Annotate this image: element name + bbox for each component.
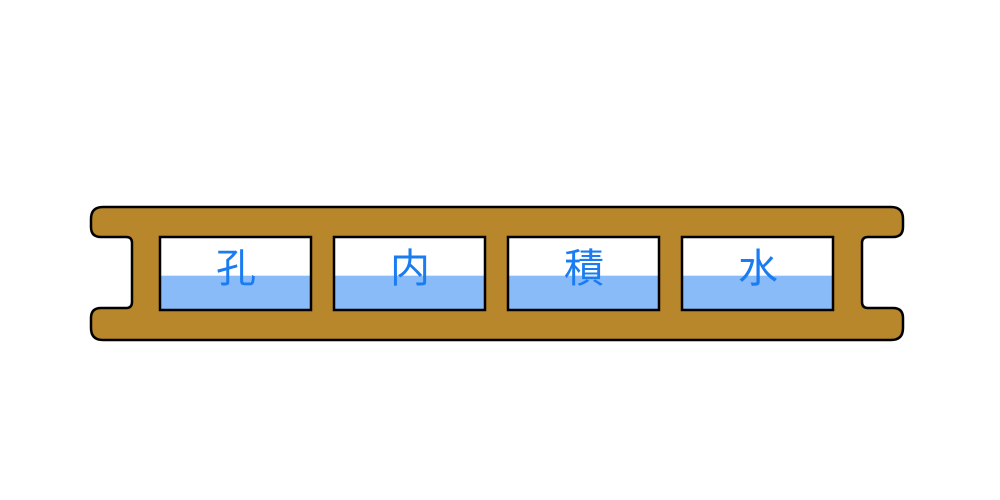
hole-outline <box>332 235 487 312</box>
hole-label-4: 水 <box>738 246 778 292</box>
water-fill <box>160 275 311 310</box>
water-fill <box>508 275 659 310</box>
hole-outline <box>506 235 661 312</box>
hole-label-1: 孔 <box>216 246 256 292</box>
hole-outline <box>680 235 835 312</box>
hole-label-3: 積 <box>564 246 604 292</box>
hole-label-2: 内 <box>390 246 430 292</box>
hole-outline <box>158 235 313 312</box>
water-fill <box>334 275 485 310</box>
water-fill <box>682 275 833 310</box>
